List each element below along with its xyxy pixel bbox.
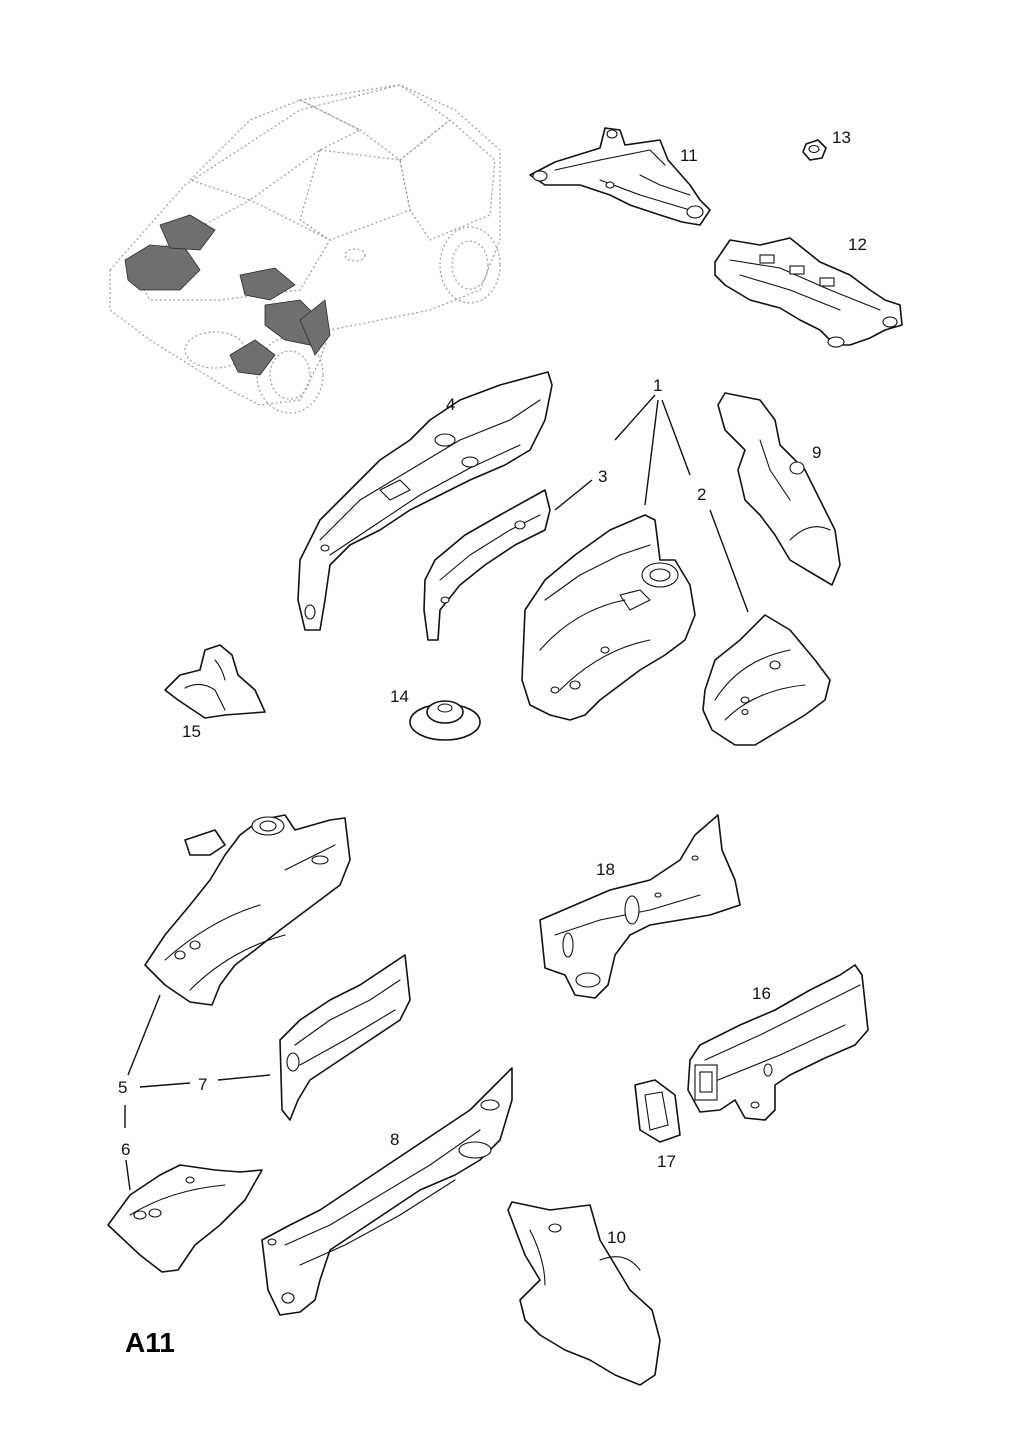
vehicle-overview <box>109 84 501 414</box>
callout-1: 1 <box>653 376 662 395</box>
callout-9: 9 <box>812 443 821 462</box>
callout-18: 18 <box>596 860 615 879</box>
callout-5: 5 <box>118 1078 127 1097</box>
callout-12: 12 <box>848 235 867 254</box>
part-17-plate <box>634 1079 681 1143</box>
part-14-grommet <box>409 700 481 741</box>
callout-4: 4 <box>446 395 455 414</box>
callout-10: 10 <box>607 1228 626 1247</box>
part-8-inner-panel <box>261 1067 513 1316</box>
callout-13: 13 <box>832 128 851 147</box>
part-2-wheelhouse-front <box>702 614 831 746</box>
part-13-nut <box>802 139 827 161</box>
part-10-panel <box>507 1201 661 1386</box>
callout-3: 3 <box>598 467 607 486</box>
part-3-reinforcement <box>423 489 551 641</box>
callout-15: 15 <box>182 722 201 741</box>
diagram-code: A11 <box>125 1327 175 1358</box>
part-6-lower-panel <box>107 1164 263 1273</box>
callout-2: 2 <box>697 485 706 504</box>
part-12-tray <box>714 237 903 348</box>
part-9-panel <box>717 392 841 586</box>
part-18-longitudinal-member <box>539 814 741 999</box>
callout-14: 14 <box>390 687 409 706</box>
part-1-wheelhouse-assembly <box>521 514 696 721</box>
part-15-clip <box>164 644 266 719</box>
part-5-wheelhouse-assembly <box>144 814 351 1006</box>
leader-lines <box>124 394 749 1191</box>
part-7-reinforcement <box>279 954 411 1121</box>
callout-6: 6 <box>121 1140 130 1159</box>
callout-7: 7 <box>198 1075 207 1094</box>
part-4-inner-panel <box>297 371 553 631</box>
callout-11: 11 <box>680 146 698 165</box>
callout-17: 17 <box>657 1152 676 1171</box>
callout-8: 8 <box>390 1130 399 1149</box>
callout-numbers: 1 2 3 4 5 6 7 8 9 10 11 12 13 14 15 16 1… <box>118 128 867 1247</box>
part-11-bracket <box>529 127 711 226</box>
part-16-longitudinal-member <box>687 964 869 1121</box>
callout-16: 16 <box>752 984 771 1003</box>
